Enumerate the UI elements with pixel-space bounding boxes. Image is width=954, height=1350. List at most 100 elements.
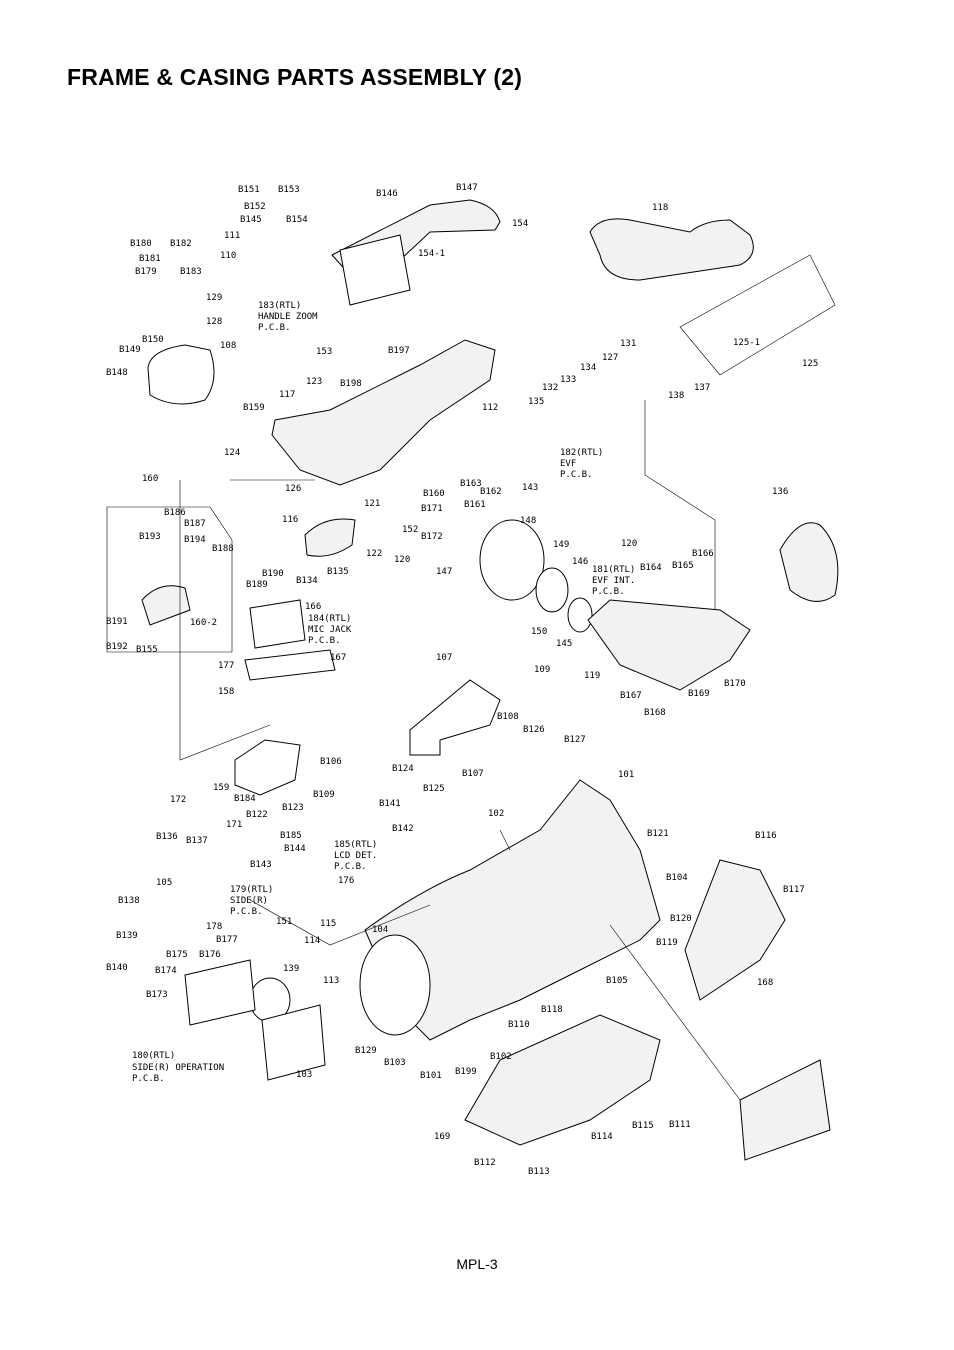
part-label: B172	[421, 532, 443, 542]
part-label: SIDE(R) OPERATION	[132, 1063, 224, 1073]
part-label: P.C.B.	[308, 636, 341, 646]
part-label: B117	[783, 885, 805, 895]
mic-holder-160	[141, 585, 191, 626]
part-label: 120	[394, 555, 410, 565]
part-label: B122	[246, 810, 268, 820]
part-label: B115	[632, 1121, 654, 1131]
part-label: B138	[118, 896, 140, 906]
evf-base-119	[587, 599, 751, 691]
part-label: B126	[523, 725, 545, 735]
part-label: B140	[106, 963, 128, 973]
part-label: 115	[320, 919, 336, 929]
part-label: 125	[802, 359, 818, 369]
part-label: 166	[305, 602, 321, 612]
lens-ring-148	[479, 519, 545, 601]
part-label: 129	[206, 293, 222, 303]
bracket-107	[409, 679, 501, 756]
part-label: 145	[556, 639, 572, 649]
part-label: B116	[755, 831, 777, 841]
part-label: 105	[156, 878, 172, 888]
part-label: B144	[284, 844, 306, 854]
part-label: B180	[130, 239, 152, 249]
part-label: B139	[116, 931, 138, 941]
part-label: B124	[392, 764, 414, 774]
part-label: 134	[580, 363, 596, 373]
part-label: B121	[647, 829, 669, 839]
part-label: 158	[218, 687, 234, 697]
part-label: 111	[224, 231, 240, 241]
part-label: B177	[216, 935, 238, 945]
part-label: P.C.B.	[592, 587, 625, 597]
part-label: 135	[528, 397, 544, 407]
bottom-tray-169	[464, 1014, 661, 1146]
part-label: 182(RTL)	[560, 448, 603, 458]
page-title: FRAME & CASING PARTS ASSEMBLY (2)	[67, 64, 523, 90]
part-label: B147	[456, 183, 478, 193]
part-label: 149	[553, 540, 569, 550]
part-label: B191	[106, 617, 128, 627]
part-label: B197	[388, 346, 410, 356]
part-label: B112	[474, 1158, 496, 1168]
part-label: B108	[497, 712, 519, 722]
part-label: B145	[240, 215, 262, 225]
part-label: SIDE(R)	[230, 896, 268, 906]
part-label: B186	[164, 508, 186, 518]
part-label: 154-1	[418, 249, 445, 259]
part-label: 160	[142, 474, 158, 484]
part-label: B198	[340, 379, 362, 389]
part-label: B173	[146, 990, 168, 1000]
part-label: 114	[304, 936, 320, 946]
part-label: B127	[564, 735, 586, 745]
part-label: 118	[652, 203, 668, 213]
part-label: B188	[212, 544, 234, 554]
part-label: 172	[170, 795, 186, 805]
part-label: 176	[338, 876, 354, 886]
part-label: B105	[606, 976, 628, 986]
part-label: 101	[618, 770, 634, 780]
part-label: EVF	[560, 459, 576, 469]
part-label: 143	[522, 483, 538, 493]
part-label: B167	[620, 691, 642, 701]
part-label: 168	[757, 978, 773, 988]
part-label: B194	[184, 535, 206, 545]
part-label: B152	[244, 202, 266, 212]
part-label: B163	[460, 479, 482, 489]
part-label: 184(RTL)	[308, 614, 351, 624]
eyecup-136	[779, 522, 839, 602]
part-label: 151	[276, 917, 292, 927]
part-label: 181(RTL)	[592, 565, 635, 575]
part-label: 178	[206, 922, 222, 932]
part-label: B189	[246, 580, 268, 590]
part-label: B171	[421, 504, 443, 514]
part-label: B182	[170, 239, 192, 249]
part-label: B174	[155, 966, 177, 976]
part-label: 117	[279, 390, 295, 400]
side-panel-168	[684, 859, 786, 1001]
part-label: B106	[320, 757, 342, 767]
part-label: LCD DET.	[334, 851, 377, 861]
part-label: 123	[306, 377, 322, 387]
part-label: 179(RTL)	[230, 885, 273, 895]
bracket-159	[234, 739, 301, 796]
main-body-101	[364, 779, 661, 1041]
part-label: 124	[224, 448, 240, 458]
part-label: B160	[423, 489, 445, 499]
part-label: EVF INT.	[592, 576, 635, 586]
part-label: 147	[436, 567, 452, 577]
page-number: MPL-3	[456, 1256, 498, 1272]
part-label: B153	[278, 185, 300, 195]
mic-jack-plate	[249, 599, 306, 649]
mic-parts-box	[106, 506, 233, 653]
part-label: B192	[106, 642, 128, 652]
part-label: 136	[772, 487, 788, 497]
part-label: 139	[283, 964, 299, 974]
part-label: B136	[156, 832, 178, 842]
part-label: 169	[434, 1132, 450, 1142]
part-label: B119	[656, 938, 678, 948]
part-label: 107	[436, 653, 452, 663]
part-label: B185	[280, 831, 302, 841]
part-label: P.C.B.	[132, 1074, 165, 1084]
part-label: P.C.B.	[334, 862, 367, 872]
